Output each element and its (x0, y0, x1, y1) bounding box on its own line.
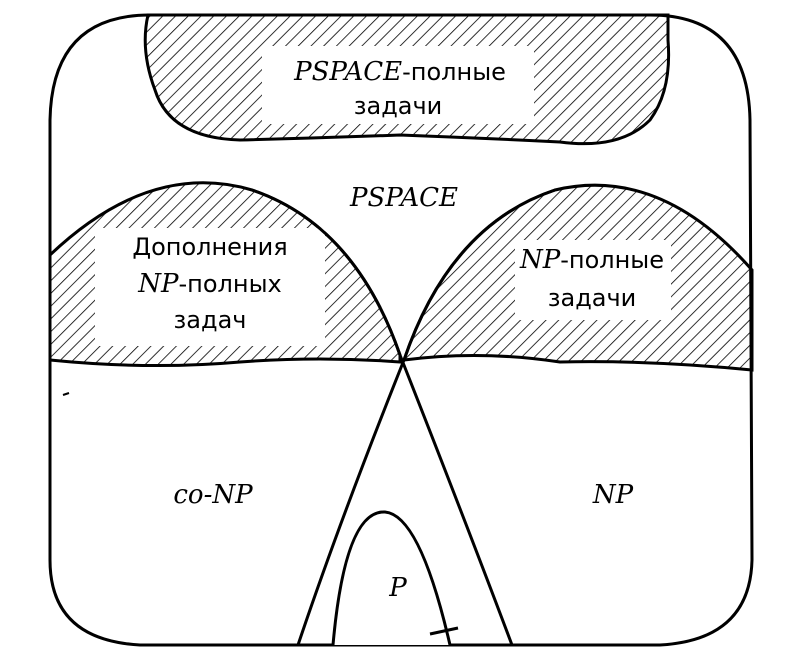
scan-mark-left (62, 392, 70, 396)
conp-boundary (251, 188, 514, 646)
pspace-complete-label-line2: задачи (354, 92, 443, 120)
conp-complete-label-bg (95, 228, 325, 346)
p-label: P (388, 573, 407, 603)
pspace-complete-label-line1: PSPACE-полные (293, 57, 506, 87)
pspace-complete-label-bg (262, 46, 534, 124)
np-complete-label-bg (515, 240, 671, 320)
pspace-boundary (48, 13, 754, 647)
conp-complete-label-line1: Дополнения (132, 233, 287, 261)
conp-label: co-NP (173, 480, 253, 510)
scan-mark-bottom (429, 626, 459, 636)
np-complete-label-line1: NP-полные (519, 245, 664, 275)
np-complete-label-line2: задачи (548, 284, 637, 312)
conp-complete-label-line2: NP-полных (137, 269, 281, 299)
np-label: NP (592, 480, 634, 510)
conp-complete-label-line3: задач (174, 306, 247, 334)
pspace-label: PSPACE (349, 183, 458, 213)
p-region (331, 510, 452, 646)
np-boundary (296, 188, 556, 646)
